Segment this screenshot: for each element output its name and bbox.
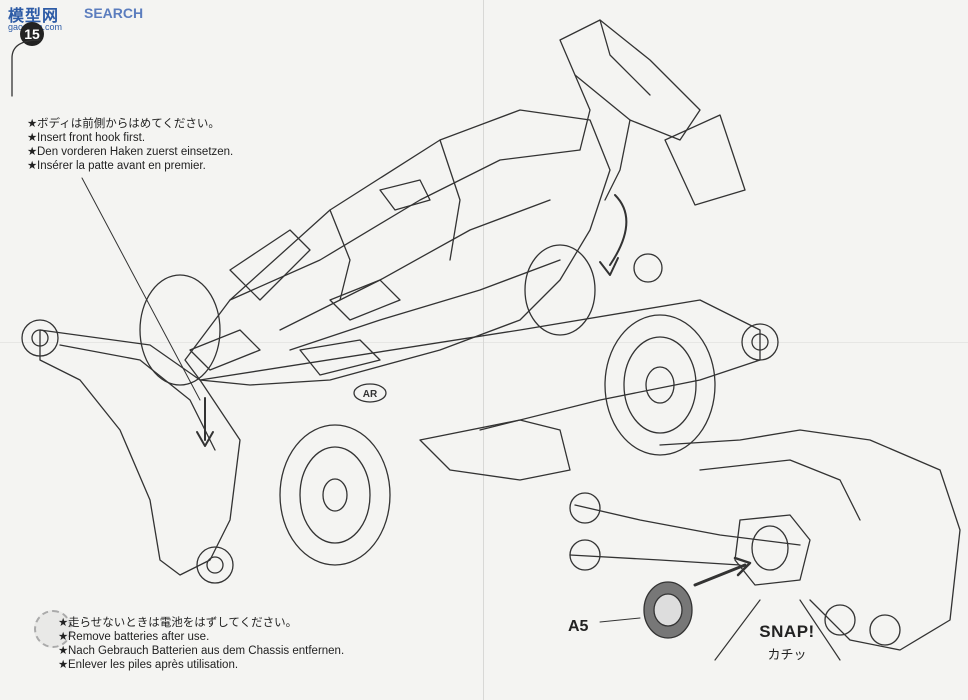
note-line: ★Nach Gebrauch Batterien aus dem Chassis… — [58, 645, 345, 657]
note-line: ★Den vorderen Haken zuerst einsetzen. — [27, 146, 234, 158]
snap-label-jp: カチッ — [767, 648, 807, 663]
note-line: ★Insert front hook first. — [27, 132, 146, 144]
watermark-logo: 模型网 — [8, 6, 60, 25]
fold-line-horizontal — [0, 342, 968, 343]
note-line: ★Remove batteries after use. — [58, 631, 210, 643]
note-line: ★Enlever les piles après utilisation. — [58, 659, 239, 671]
note-line: ★ボディは前側からはめてください。 — [27, 118, 220, 130]
fold-line-vertical — [483, 0, 484, 700]
snap-label: SNAP! カチッ — [742, 622, 832, 663]
part-label-a5: A5 — [568, 618, 589, 635]
battery-warning-icon — [34, 610, 72, 648]
note-line: ★走らせないときは電池をはずしてください。 — [58, 617, 298, 629]
note-line: ★Insérer la patte avant en premier. — [27, 160, 206, 172]
battery-note: ★走らせないときは電池をはずしてください。 ★Remove batteries … — [58, 616, 344, 672]
body-badge: AR — [363, 389, 378, 400]
watermark-search: SEARCH — [84, 5, 144, 21]
body-insert-note: ★ボディは前側からはめてください。 ★Insert front hook fir… — [27, 117, 233, 173]
snap-label-en: SNAP! — [759, 622, 815, 641]
